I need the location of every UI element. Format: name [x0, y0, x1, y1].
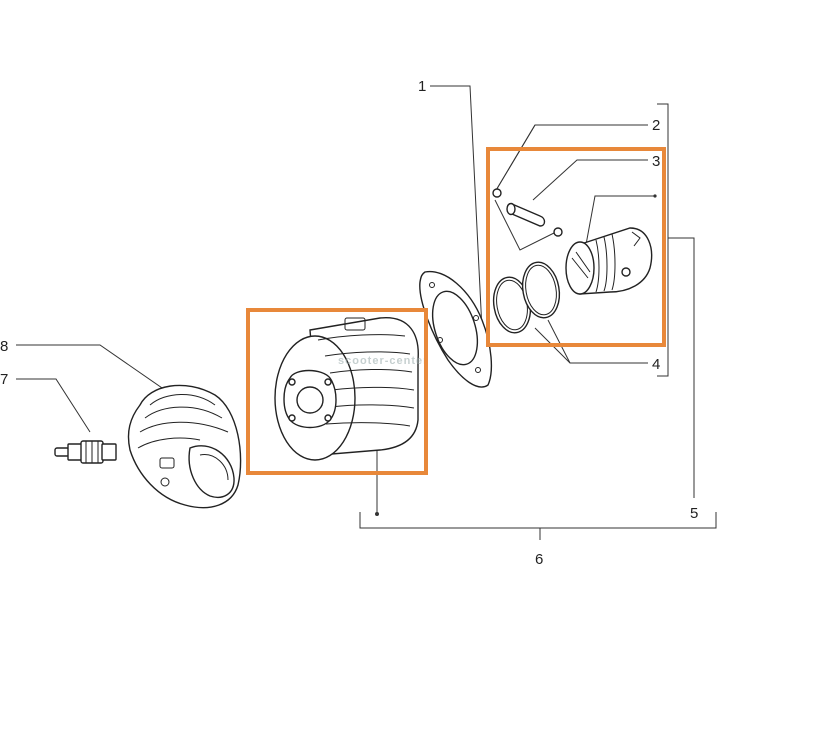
callout-2: 2	[652, 117, 660, 134]
leader-2c	[494, 199, 557, 251]
highlight-box-cylinder	[246, 308, 428, 475]
spark-plug	[54, 440, 117, 464]
cylinder-gasket	[419, 270, 493, 388]
leader-cylinder-dot	[375, 512, 379, 516]
leader-2	[494, 124, 648, 193]
bracket-5-group	[657, 103, 669, 377]
leader-lines	[16, 85, 717, 540]
callout-6: 6	[535, 551, 543, 568]
callout-8: 8	[0, 338, 8, 355]
leader-1	[430, 85, 484, 351]
piston-rings	[492, 261, 561, 334]
circlips	[492, 188, 563, 237]
highlight-box-piston-kit	[486, 147, 666, 347]
piston	[565, 227, 653, 295]
cylinder-head	[127, 384, 242, 509]
callout-4: 4	[652, 356, 660, 373]
leader-5	[668, 237, 695, 498]
leader-piston	[584, 195, 655, 251]
piston-pin	[506, 202, 546, 227]
bracket-6	[359, 512, 717, 529]
watermark-text: scooter-center	[338, 355, 428, 367]
callout-3: 3	[652, 153, 660, 170]
leader-4b	[547, 319, 571, 364]
leader-7	[16, 378, 91, 433]
leader-piston-dot	[653, 194, 657, 198]
callout-numbers: 1 2 3 4 5 6 7 8	[0, 78, 698, 568]
callout-5: 5	[690, 505, 698, 522]
leader-3	[532, 159, 648, 201]
leader-2b	[494, 124, 536, 193]
leader-8	[16, 344, 166, 391]
callout-1: 1	[418, 78, 426, 95]
cylinder-barrel: scooter-center	[274, 317, 428, 461]
callout-7: 7	[0, 371, 8, 388]
